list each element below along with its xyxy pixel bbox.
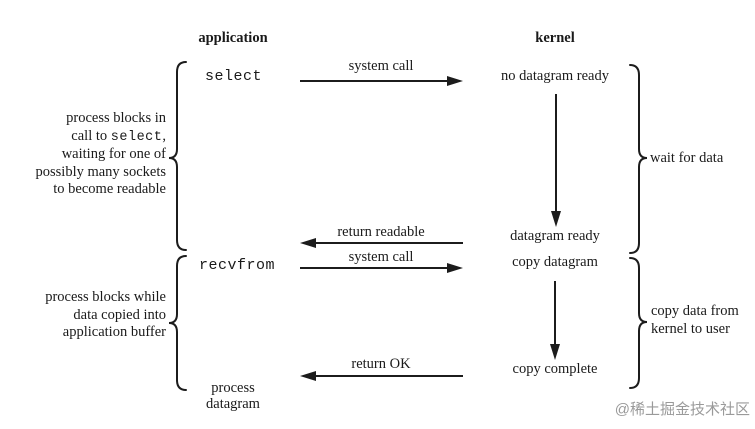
arrowhead-wait-for-data (551, 211, 561, 227)
wait-for-data-note: wait for data (650, 150, 724, 166)
return-ok-label: return OK (351, 356, 411, 372)
recvfrom-blocking-note: process blocks while data copied into ap… (8, 289, 166, 342)
select-note-line2: call to select, (71, 127, 166, 145)
process-datagram-line2: datagram (206, 396, 260, 412)
system-call-recvfrom-label: system call (348, 249, 414, 265)
recvfrom-call-label: recvfrom (199, 257, 276, 274)
arrowhead-return-readable (300, 238, 316, 248)
arrowhead-return-ok (300, 371, 316, 381)
arrowhead-system-call-select (447, 76, 463, 86)
brace-left-recvfrom-block (168, 255, 187, 391)
select-inline-code: select (110, 129, 163, 145)
arrowhead-system-call-recvfrom (447, 263, 463, 273)
select-note-line3: waiting for one of (61, 146, 166, 162)
select-call-label: select (205, 68, 263, 85)
brace-right-wait-for-data (629, 64, 648, 254)
copy-data-note: copy data from kernel to user (651, 303, 739, 338)
recvfrom-note-line1: process blocks while (45, 289, 166, 305)
process-datagram-label: process datagram (175, 380, 291, 412)
arrowhead-copy-datagram (550, 344, 560, 360)
application-column-header: application (198, 30, 268, 46)
copy-datagram-label: copy datagram (512, 254, 598, 270)
process-datagram-line1: process (211, 380, 255, 396)
copy-data-note-line1: copy data from (651, 303, 739, 319)
datagram-ready-label: datagram ready (510, 228, 600, 244)
recvfrom-note-line2: data copied into (73, 306, 166, 323)
brace-right-copy-data (629, 257, 648, 389)
brace-left-select-block (168, 61, 187, 251)
kernel-column-header: kernel (535, 30, 575, 46)
copy-data-note-line2: kernel to user (651, 320, 730, 337)
juejin-watermark: @稀土掘金技术社区 (614, 401, 750, 418)
select-note-line1: process blocks in (66, 110, 166, 126)
return-readable-label: return readable (337, 224, 425, 240)
select-note-line4: possibly many sockets (35, 163, 167, 180)
system-call-select-label: system call (348, 58, 414, 74)
copy-complete-label: copy complete (512, 361, 598, 377)
no-datagram-ready-label: no datagram ready (501, 68, 609, 84)
select-note-line5: to become readable (53, 181, 166, 197)
recvfrom-note-line3: application buffer (62, 324, 166, 340)
select-blocking-note: process blocks in call to select, waitin… (8, 110, 167, 199)
